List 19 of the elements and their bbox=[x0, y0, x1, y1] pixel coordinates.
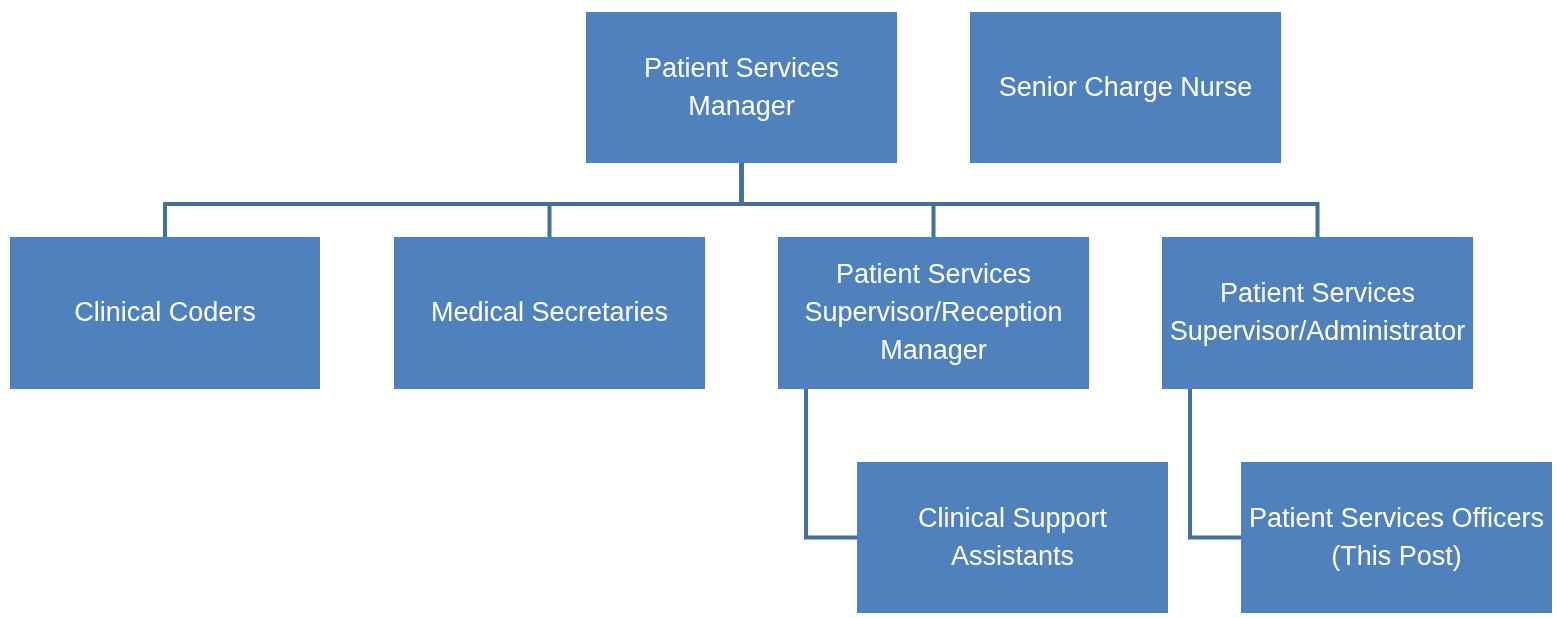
connector-line bbox=[1188, 389, 1241, 540]
connector-line bbox=[804, 389, 857, 540]
org-box bbox=[970, 12, 1281, 163]
org-box bbox=[10, 237, 320, 389]
org-box bbox=[778, 237, 1089, 389]
role-label: Senior Charge Nurse bbox=[998, 70, 1253, 104]
role-label: Patient Services Officers (This Post) bbox=[1247, 501, 1546, 573]
role-label: Patient Services Supervisor/Reception Manager bbox=[803, 258, 1064, 367]
role-label: Medical Secretaries bbox=[430, 296, 669, 330]
org-box bbox=[394, 237, 705, 389]
connector-line bbox=[739, 163, 1320, 237]
org-box bbox=[1241, 462, 1552, 613]
role-label: Patient Services Manager bbox=[642, 51, 841, 123]
role-label: Clinical Support Assistants bbox=[916, 501, 1109, 573]
role-label: Clinical Coders bbox=[74, 296, 256, 330]
org-box bbox=[857, 462, 1168, 613]
org-box bbox=[586, 12, 897, 163]
role-label: Patient Services Supervisor/Administrator bbox=[1168, 277, 1467, 348]
org-box bbox=[1162, 237, 1473, 389]
